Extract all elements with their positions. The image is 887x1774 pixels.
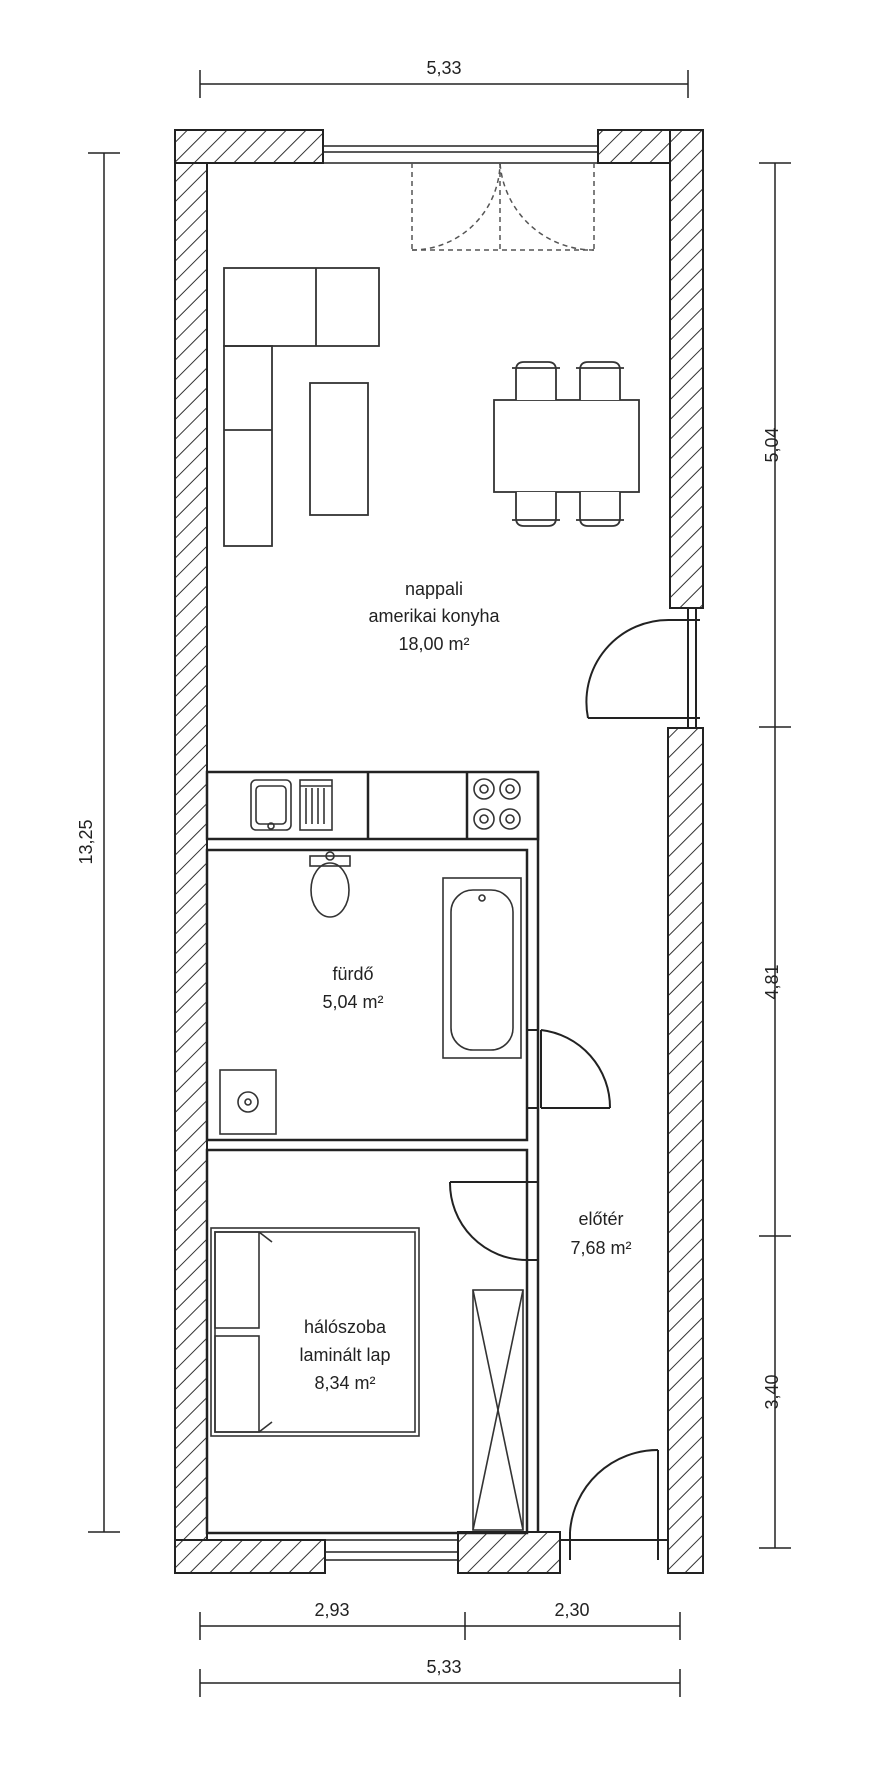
room-area-hall: 7,68 m² [570, 1238, 631, 1258]
room-name-hall: előtér [578, 1209, 623, 1229]
dimension-right [759, 162, 791, 1549]
window-top [323, 145, 598, 164]
entrance-door-living [585, 607, 703, 728]
chair-bottom-right [579, 492, 621, 527]
room-name-bath: fürdő [332, 964, 373, 984]
dining-table [493, 399, 640, 493]
dimension-bottom-total [199, 1669, 681, 1697]
dimension-bottom-segments [199, 1612, 681, 1640]
coffee-table [309, 382, 369, 516]
chair-top-left [515, 361, 557, 400]
toilet [309, 851, 351, 918]
chair-bottom-left [515, 492, 557, 527]
sofa [223, 267, 380, 547]
kitchen-cooktop [473, 778, 521, 830]
chair-top-right [579, 361, 621, 400]
right-wall-upper [669, 129, 704, 609]
dining-set [493, 361, 640, 527]
balcony-door [411, 162, 595, 251]
dimension-right-label-1: 5,04 [762, 427, 782, 462]
dimension-left [88, 152, 120, 1533]
top-wall-left [174, 129, 324, 164]
room-label-bedroom: hálószoba laminált lap 8,34 m² [299, 1317, 390, 1393]
room-area-bath: 5,04 m² [322, 992, 383, 1012]
room-area-living: 18,00 m² [398, 634, 469, 654]
room-subtitle-living: amerikai konyha [368, 606, 500, 626]
dimension-right-label-2: 4,81 [762, 964, 782, 999]
dimension-right-label-3: 3,40 [762, 1374, 782, 1409]
left-wall [174, 129, 208, 1574]
right-wall-lower [667, 727, 704, 1574]
bedroom-door [448, 1181, 538, 1261]
room-label-living: nappali amerikai konyha 18,00 m² [368, 579, 500, 654]
kitchen-sink [250, 779, 333, 831]
room-label-hall: előtér 7,68 m² [570, 1209, 631, 1258]
room-name-bedroom: hálószoba [304, 1317, 387, 1337]
wardrobe [472, 1289, 524, 1531]
interior-walls [205, 770, 540, 1535]
window-bottom [325, 1539, 458, 1561]
walls [174, 129, 704, 1574]
dimension-bottom-left-label: 2,93 [314, 1600, 349, 1620]
dimension-top [199, 70, 689, 98]
bottom-wall-left [174, 1539, 326, 1574]
dimension-left-label: 13,25 [76, 819, 96, 864]
bottom-wall-middle [457, 1531, 561, 1574]
bed [210, 1227, 420, 1437]
bathroom-door [527, 1029, 612, 1109]
dimension-bottom-total-label: 5,33 [426, 1657, 461, 1677]
front-entrance-door [560, 1448, 668, 1560]
dimension-bottom-right-label: 2,30 [554, 1600, 589, 1620]
room-name-living: nappali [405, 579, 463, 599]
washing-machine [219, 1069, 277, 1135]
dimension-top-label: 5,33 [426, 58, 461, 78]
room-subtitle-bedroom: laminált lap [299, 1345, 390, 1365]
bathtub [442, 877, 522, 1059]
room-area-bedroom: 8,34 m² [314, 1373, 375, 1393]
room-label-bath: fürdő 5,04 m² [322, 964, 383, 1012]
